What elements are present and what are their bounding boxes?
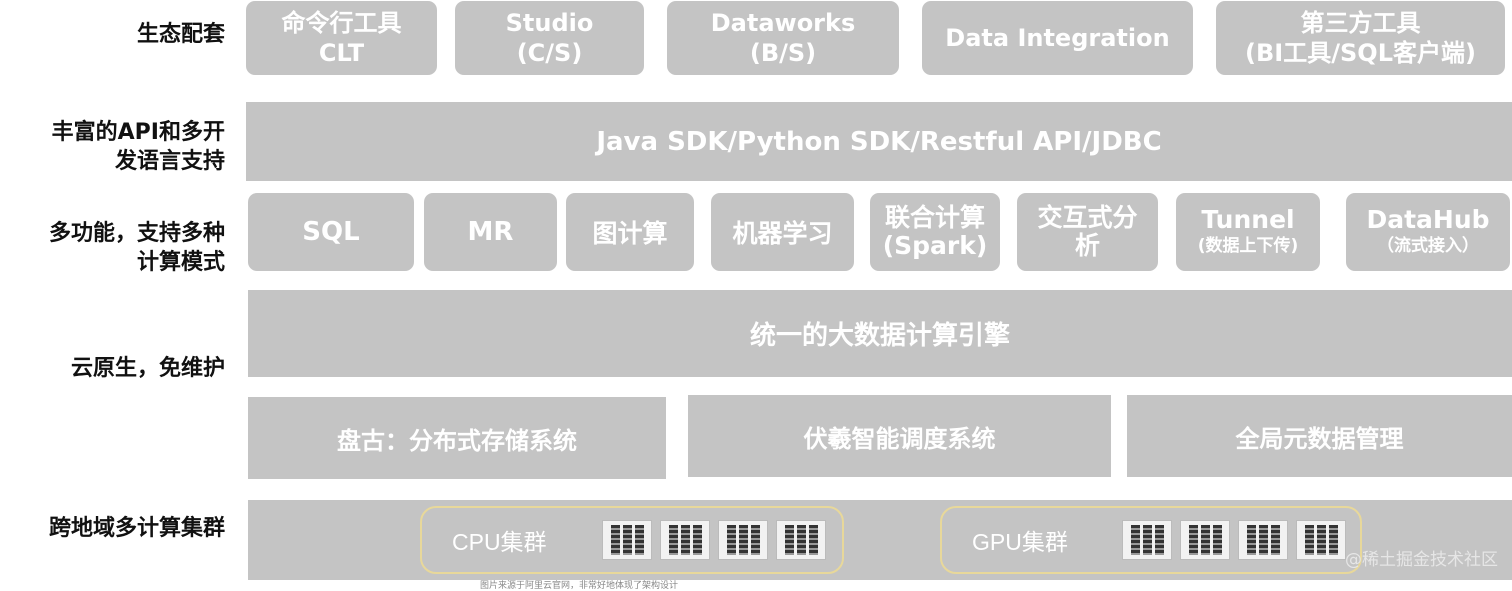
compute-datahub-name: DataHub [1366,205,1490,234]
compute-datahub-sub: （流式接入） [1377,236,1479,256]
tool-third-party-name: 第三方工具 [1300,9,1421,37]
cpu-cluster: CPU集群 [420,506,844,574]
server-rack-icon [1238,520,1288,560]
row-label-ecosystem-line1: 生态配套 [136,22,225,47]
tool-studio: Studio (C/S) [455,1,644,75]
compute-interactive-line2: 析 [1074,231,1100,260]
gpu-cluster-servers [1122,520,1346,560]
server-rack-icon [1180,520,1230,560]
service-pangu-text: 盘古：分布式存储系统 [337,426,577,455]
tool-studio-sub: (C/S) [516,39,583,67]
row-label-cluster: 跨地域多计算集群 [0,514,225,543]
compute-sql: SQL [248,193,414,271]
compute-ml-name: 机器学习 [732,219,833,248]
service-metadata: 全局元数据管理 [1127,395,1512,477]
service-metadata-text: 全局元数据管理 [1235,424,1404,453]
service-fuxi: 伏羲智能调度系统 [688,395,1111,477]
cpu-cluster-label: CPU集群 [452,529,547,555]
server-rack-icon [602,520,652,560]
compute-ml: 机器学习 [711,193,854,271]
watermark: @稀土掘金技术社区 [1345,550,1498,570]
server-rack-icon [718,520,768,560]
tool-clt: 命令行工具 CLT [246,1,437,75]
tool-data-integration: Data Integration [922,1,1193,75]
tool-dataworks-sub: (B/S) [749,39,817,67]
compute-tunnel-name: Tunnel [1201,205,1295,234]
server-rack-icon [1296,520,1346,560]
row-label-api-line1: 丰富的API和多开 [51,120,225,145]
compute-interactive-line1: 交互式分 [1037,203,1138,232]
row-label-ecosystem: 生态配套 [0,20,225,49]
gpu-cluster: GPU集群 [940,506,1362,574]
gpu-cluster-label: GPU集群 [972,529,1068,555]
compute-tunnel: Tunnel (数据上下传) [1176,193,1320,271]
engine-bar: 统一的大数据计算引擎 [248,290,1512,377]
compute-datahub: DataHub （流式接入） [1346,193,1510,271]
compute-graph-name: 图计算 [592,219,668,248]
row-label-cluster-line1: 跨地域多计算集群 [48,516,225,541]
row-label-api: 丰富的API和多开 发语言支持 [0,118,225,176]
engine-bar-text: 统一的大数据计算引擎 [749,321,1010,351]
tool-third-party-sub: (BI工具/SQL客户端) [1245,39,1476,67]
compute-tunnel-sub: (数据上下传) [1197,236,1299,256]
compute-interactive: 交互式分 析 [1017,193,1158,271]
tool-data-integration-name: Data Integration [945,24,1170,52]
compute-sql-name: SQL [302,217,360,247]
compute-graph: 图计算 [566,193,694,271]
cpu-cluster-servers [602,520,826,560]
compute-spark-sub: (Spark) [882,231,988,260]
server-rack-icon [1122,520,1172,560]
server-rack-icon [660,520,710,560]
service-pangu: 盘古：分布式存储系统 [248,397,666,479]
tool-studio-name: Studio [505,9,594,37]
compute-mr-name: MR [467,217,514,247]
api-bar-text: Java SDK/Python SDK/Restful API/JDBC [596,126,1162,157]
service-fuxi-text: 伏羲智能调度系统 [803,424,996,453]
caption: 图片来源于阿里云官网，非常好地体现了架构设计 [480,581,679,591]
server-rack-icon [776,520,826,560]
row-label-cloud-line1: 云原生，免维护 [70,356,225,381]
compute-mr: MR [424,193,557,271]
compute-spark-name: 联合计算 [884,203,985,232]
api-bar: Java SDK/Python SDK/Restful API/JDBC [246,102,1512,181]
row-label-cloud: 云原生，免维护 [0,354,225,383]
compute-spark: 联合计算 (Spark) [870,193,1000,271]
row-label-compute: 多功能，支持多种 计算模式 [0,219,225,277]
tool-dataworks: Dataworks (B/S) [667,1,899,75]
tool-dataworks-name: Dataworks [710,9,856,37]
tool-third-party: 第三方工具 (BI工具/SQL客户端) [1216,1,1505,75]
tool-clt-sub: CLT [318,39,365,67]
row-label-compute-line2: 计算模式 [136,250,225,275]
row-label-api-line2: 发语言支持 [114,149,225,174]
row-label-compute-line1: 多功能，支持多种 [48,221,225,246]
tool-clt-name: 命令行工具 [281,9,402,37]
